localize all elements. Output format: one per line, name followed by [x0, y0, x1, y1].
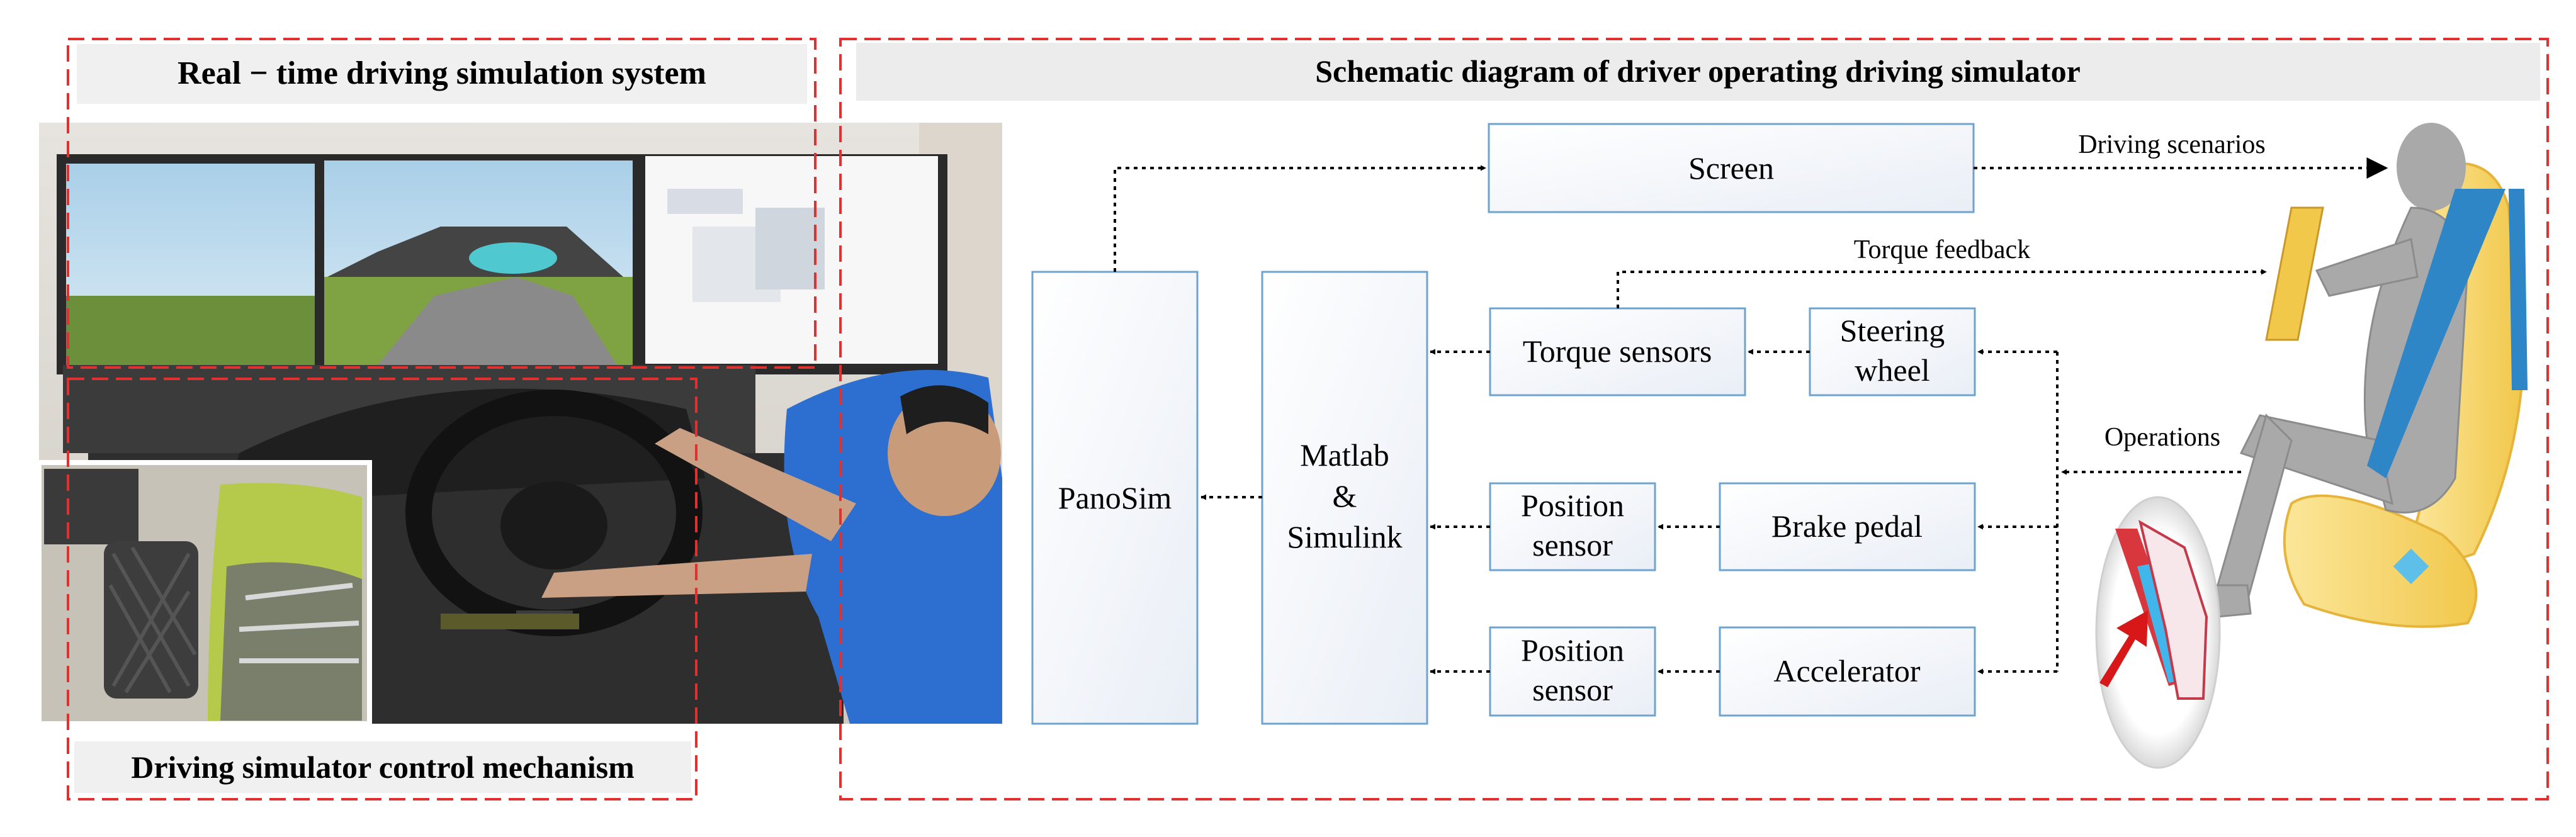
- position-sensor-1-line1: Position: [1521, 488, 1624, 523]
- position-sensor-2-line1: Position: [1521, 632, 1624, 668]
- seated-driver-figure: [2183, 123, 2528, 628]
- panosim-label: PanoSim: [1058, 480, 1172, 515]
- bottom-caption: Driving simulator control mechanism: [131, 750, 635, 785]
- steering-wheel-block: Steering wheel: [1809, 307, 1976, 396]
- torque-feedback-label: Torque feedback: [1854, 235, 2030, 264]
- belt-anchor: [2509, 189, 2528, 390]
- schematic-border: [839, 38, 2549, 800]
- right-panel-title: Schematic diagram of driver operating dr…: [1315, 53, 2081, 89]
- bottom-caption-bg: [74, 741, 691, 793]
- matlab-amp-label: &: [1333, 478, 1357, 514]
- simulink-label: Simulink: [1287, 519, 1402, 554]
- position-sensor-1-line2: sensor: [1532, 527, 1613, 563]
- operations-label: Operations: [2104, 423, 2220, 452]
- steering-wheel-shape: [2265, 206, 2324, 341]
- pedal-detail-circle: [2095, 496, 2221, 769]
- panosim-block: PanoSim: [1031, 271, 1199, 725]
- matlab-simulink-block: Matlab & Simulink: [1261, 271, 1428, 725]
- torque-sensors-block: Torque sensors: [1489, 307, 1746, 396]
- seat-belt: [2367, 189, 2505, 478]
- torque-sensors-label: Torque sensors: [1523, 334, 1712, 369]
- steering-label: Steering: [1840, 313, 1945, 348]
- control-mechanism-border: [67, 378, 698, 800]
- driver-head: [2397, 123, 2466, 211]
- arrow-panosim-to-screen: [1114, 165, 1486, 272]
- accelerator-block: Accelerator: [1719, 626, 1976, 717]
- driving-scenarios-label: Driving scenarios: [2078, 130, 2265, 159]
- screen-block: Screen: [1488, 123, 1975, 213]
- position-sensor-block-1: Position sensor: [1489, 482, 1656, 571]
- screen-label: Screen: [1688, 150, 1774, 186]
- right-title-bg: [856, 43, 2540, 101]
- wheel-label: wheel: [1855, 352, 1929, 388]
- connectors: [1114, 157, 2388, 675]
- position-sensor-2-line2: sensor: [1532, 672, 1613, 707]
- shoe-outline: [2138, 519, 2208, 700]
- brake-pedal-label: Brake pedal: [1771, 508, 1923, 544]
- realtime-system-border: [67, 38, 816, 369]
- position-sensor-block-2: Position sensor: [1489, 626, 1656, 717]
- seat-cushion: [2283, 494, 2478, 628]
- arrow-torque-feedback: [1617, 269, 2267, 308]
- matlab-label: Matlab: [1300, 437, 1389, 473]
- pedal-inset-photo: [37, 460, 372, 726]
- driver-arm: [2315, 238, 2419, 297]
- left-title-bg: [77, 44, 807, 104]
- accelerator-label: Accelerator: [1773, 653, 1921, 688]
- red-push-arrow: [2099, 610, 2148, 687]
- left-panel-title: Real − time driving simulation system: [178, 55, 706, 91]
- belt-buckle: [2393, 548, 2429, 585]
- brake-pedal-block: Brake pedal: [1719, 482, 1976, 571]
